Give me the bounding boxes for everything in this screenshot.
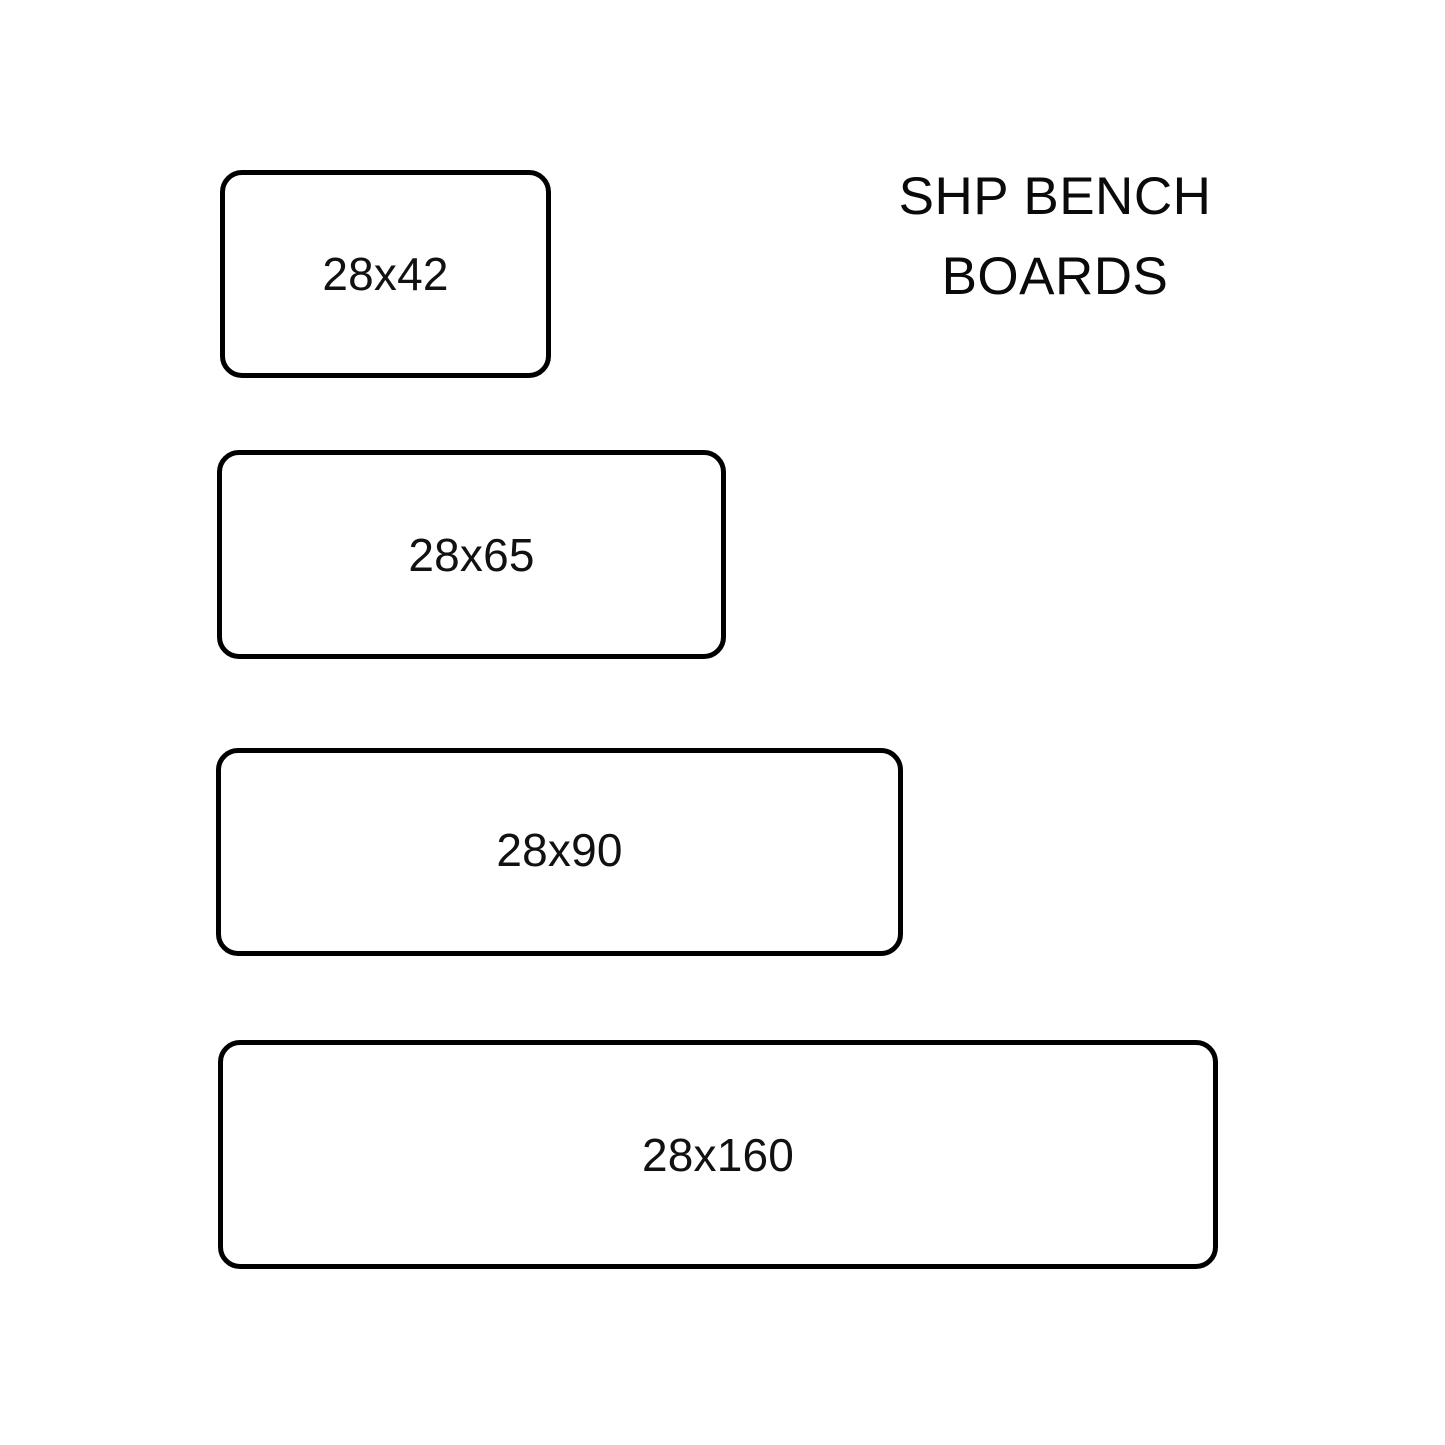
board-shape-28x65[interactable]: 28x65 [217, 450, 726, 659]
title-line-1: SHP BENCH [898, 167, 1212, 226]
board-shape-28x42[interactable]: 28x42 [220, 170, 551, 378]
board-label-28x65: 28x65 [408, 529, 535, 581]
board-label-28x160: 28x160 [641, 1129, 795, 1181]
title-line-2: BOARDS [941, 247, 1169, 306]
board-label-28x42: 28x42 [322, 248, 449, 300]
page-title: SHP BENCH BOARDS [820, 157, 1290, 317]
board-shape-28x160[interactable]: 28x160 [218, 1040, 1218, 1269]
board-label-28x90: 28x90 [496, 824, 623, 876]
board-shape-28x90[interactable]: 28x90 [216, 748, 903, 956]
